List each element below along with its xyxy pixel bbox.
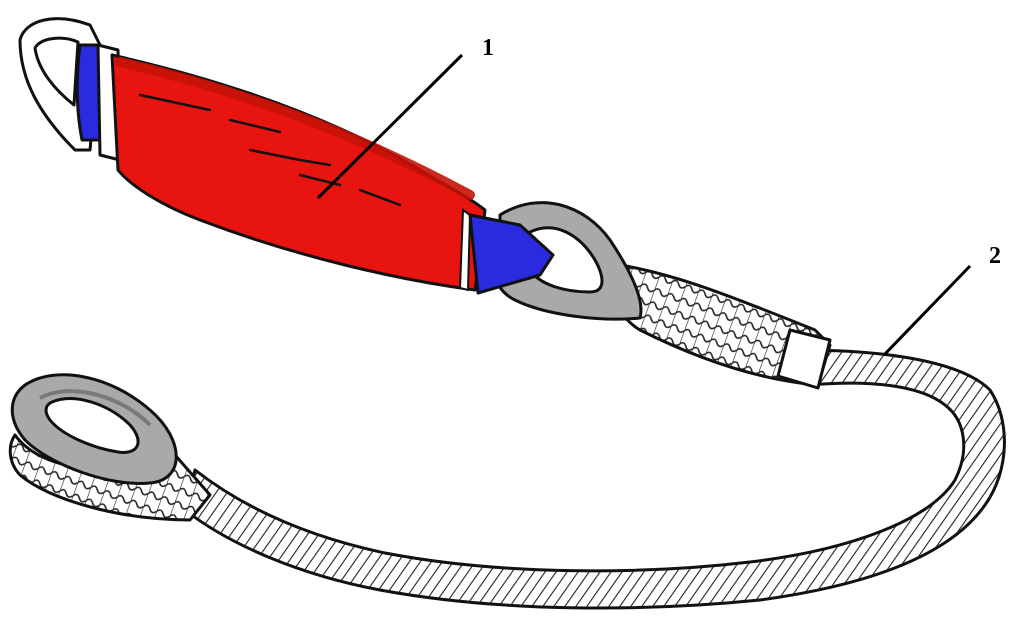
callout-1-number: 1	[482, 35, 494, 61]
absorber-end-cap-left	[77, 45, 100, 140]
energy-absorber	[20, 19, 553, 293]
callout-2-leader	[884, 266, 970, 355]
rope-outline	[185, 350, 1004, 608]
callout-2-number: 2	[989, 243, 1001, 269]
callout-2: 2	[884, 243, 1001, 355]
